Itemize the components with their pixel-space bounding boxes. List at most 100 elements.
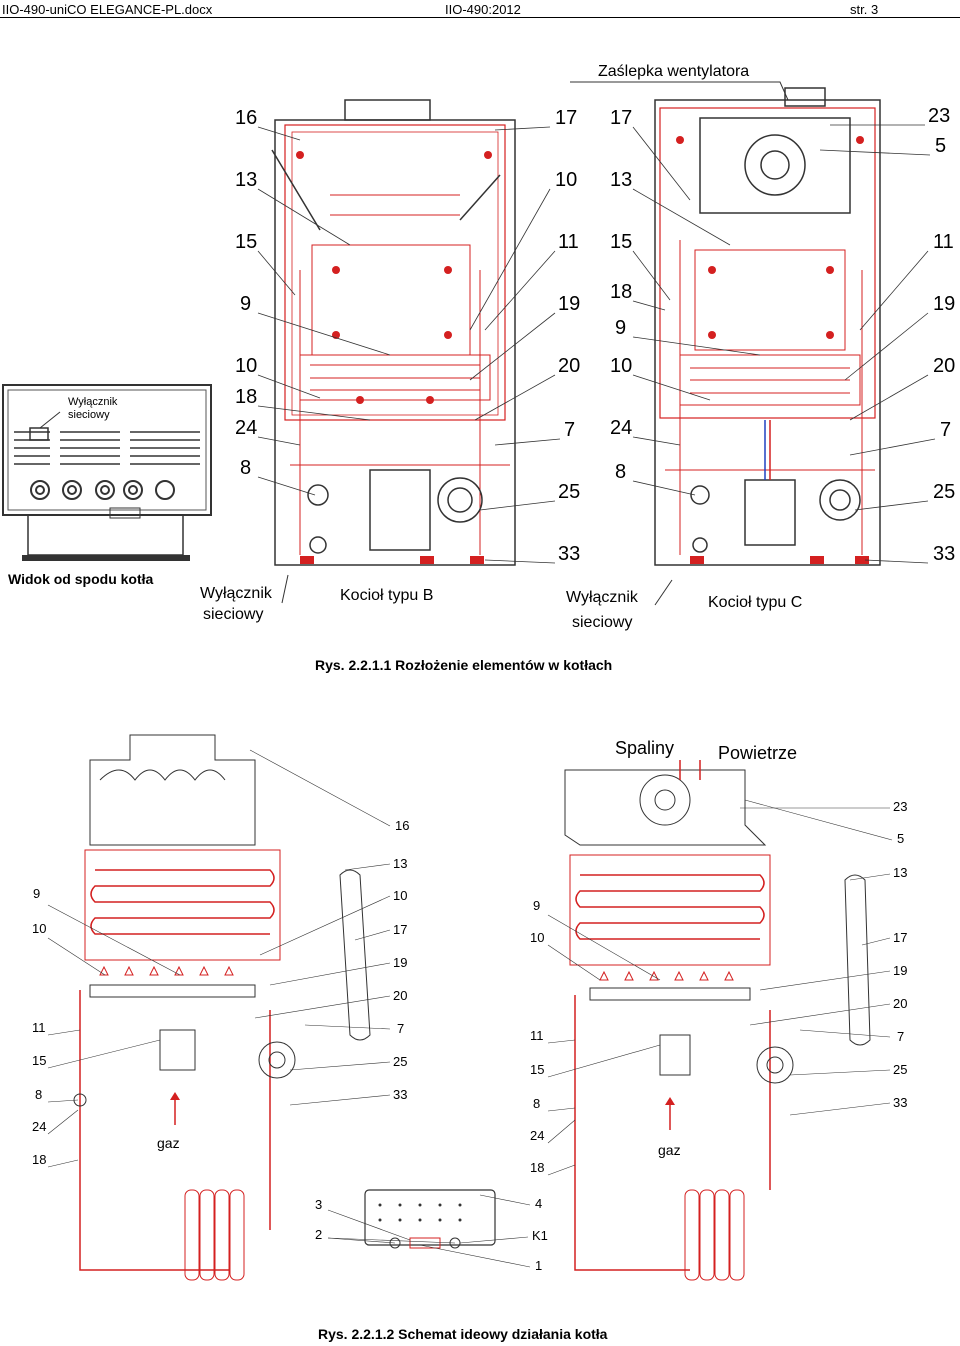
schematic-c-drawing — [564, 769, 871, 1281]
sc-r-13: 13 — [893, 865, 907, 880]
sc-l-8: 8 — [533, 1096, 540, 1111]
sc-l-11: 11 — [530, 1028, 544, 1043]
callout-c-33: 33 — [933, 543, 955, 565]
callout-b-10r: 10 — [555, 169, 577, 191]
sb-l-18: 18 — [32, 1152, 46, 1167]
callout-c-25: 25 — [933, 481, 955, 503]
callout-c-23: 23 — [928, 105, 950, 127]
figure-1-caption: Rys. 2.2.1.1 Rozłożenie elementów w kotł… — [315, 657, 612, 673]
sc-r-5: 5 — [897, 831, 904, 846]
sb-r-19: 19 — [393, 955, 407, 970]
sb-r-13: 13 — [393, 856, 407, 871]
boiler-c-right-callouts: 23 5 11 19 20 7 25 33 — [819, 105, 955, 565]
callout-c-5: 5 — [935, 135, 946, 157]
sc-l-24: 24 — [530, 1128, 544, 1143]
sc-l-9: 9 — [533, 898, 540, 913]
control-panel-drawing — [364, 1189, 496, 1249]
air-inlet-label: Powietrze — [718, 743, 797, 763]
schematic-b-drawing — [73, 734, 371, 1281]
sb-l-11: 11 — [32, 1020, 46, 1035]
sb-l-9: 9 — [33, 886, 40, 901]
callout-c-20: 20 — [933, 355, 955, 377]
sc-l-10: 10 — [530, 930, 544, 945]
sc-r-17: 17 — [893, 930, 907, 945]
bottom-view-switch-label-1: Wyłącznik — [68, 396, 118, 408]
panel-2: 2 — [315, 1227, 322, 1242]
header-rule — [0, 17, 960, 18]
gas-label-left: gaz — [157, 1135, 180, 1151]
header-page-number: str. 3 — [850, 2, 879, 17]
callout-c-19: 19 — [933, 293, 955, 315]
callout-b-18: 18 — [235, 386, 257, 408]
sb-l-8: 8 — [35, 1087, 42, 1102]
sc-r-23: 23 — [893, 799, 907, 814]
boiler-c-left-callouts: 17 13 15 18 9 10 24 8 — [610, 107, 761, 496]
callout-c-17: 17 — [610, 107, 632, 129]
switch-b-label-2: sieciowy — [203, 606, 263, 623]
header-doc-code: IIO-490:2012 — [445, 2, 521, 17]
gas-label-right: gaz — [658, 1142, 681, 1158]
boiler-b-label: Kocioł typu B — [340, 587, 433, 604]
sc-r-19: 19 — [893, 963, 907, 978]
switch-b-label-1: Wyłącznik — [200, 585, 273, 602]
bottom-view-switch-label-2: sieciowy — [68, 409, 110, 421]
bottom-view-drawing — [2, 384, 212, 561]
panel-4: 4 — [535, 1196, 542, 1211]
sc-r-33: 33 — [893, 1095, 907, 1110]
control-panel-callouts: 3 2 4 K1 1 — [315, 1194, 548, 1273]
callout-c-18: 18 — [610, 281, 632, 303]
callout-c-24: 24 — [610, 417, 632, 439]
figure-2-caption: Rys. 2.2.1.2 Schemat ideowy działania ko… — [318, 1326, 608, 1342]
callout-b-20: 20 — [558, 355, 580, 377]
sc-r-25: 25 — [893, 1062, 907, 1077]
callout-b-17: 17 — [555, 107, 577, 129]
sb-r-16: 16 — [395, 818, 409, 833]
panel-3: 3 — [315, 1197, 322, 1212]
boiler-b-drawing — [271, 99, 516, 566]
sc-l-18: 18 — [530, 1160, 544, 1175]
sc-l-15: 15 — [530, 1062, 544, 1077]
sc-r-20: 20 — [893, 996, 907, 1011]
sb-r-10: 10 — [393, 888, 407, 903]
callout-b-15: 15 — [235, 231, 257, 253]
boiler-b-left-callouts: 16 13 15 9 10 18 24 8 — [235, 107, 391, 496]
panel-k1: K1 — [532, 1228, 548, 1243]
callout-b-13: 13 — [235, 169, 257, 191]
sb-l-15: 15 — [32, 1053, 46, 1068]
callout-b-19: 19 — [558, 293, 580, 315]
sb-r-7: 7 — [397, 1021, 404, 1036]
sb-r-25: 25 — [393, 1054, 407, 1069]
boiler-c-label: Kocioł typu C — [708, 594, 802, 611]
callout-b-33: 33 — [558, 543, 580, 565]
callout-b-25: 25 — [558, 481, 580, 503]
callout-b-9: 9 — [240, 293, 251, 315]
callout-c-7: 7 — [940, 419, 951, 441]
sb-r-33: 33 — [393, 1087, 407, 1102]
panel-1: 1 — [535, 1258, 542, 1273]
callout-b-11: 11 — [558, 231, 579, 253]
boiler-b-right-callouts: 17 10 11 19 20 7 25 33 — [469, 107, 580, 565]
switch-c-label-1: Wyłącznik — [566, 589, 639, 606]
boiler-c-drawing — [654, 87, 881, 566]
callout-c-10: 10 — [610, 355, 632, 377]
sb-l-10: 10 — [32, 921, 46, 936]
callout-c-9: 9 — [615, 317, 626, 339]
sc-r-7: 7 — [897, 1029, 904, 1044]
callout-b-7: 7 — [564, 419, 575, 441]
callout-c-8: 8 — [615, 461, 626, 483]
callout-c-15: 15 — [610, 231, 632, 253]
callout-b-24: 24 — [235, 417, 257, 439]
switch-c-label-2: sieciowy — [572, 614, 632, 631]
callout-b-16: 16 — [235, 107, 257, 129]
callout-b-10: 10 — [235, 355, 257, 377]
bottom-view-title: Widok od spodu kotła — [8, 571, 154, 587]
callout-c-13: 13 — [610, 169, 632, 191]
sb-l-24: 24 — [32, 1119, 46, 1134]
callout-c-11: 11 — [933, 231, 954, 253]
callout-b-8: 8 — [240, 457, 251, 479]
flue-gas-label: Spaliny — [615, 738, 674, 758]
sb-r-20: 20 — [393, 988, 407, 1003]
fan-cap-label: Zaślepka wentylatora — [598, 63, 749, 80]
header-filename: IIO-490-uniCO ELEGANCE-PL.docx — [2, 2, 213, 17]
